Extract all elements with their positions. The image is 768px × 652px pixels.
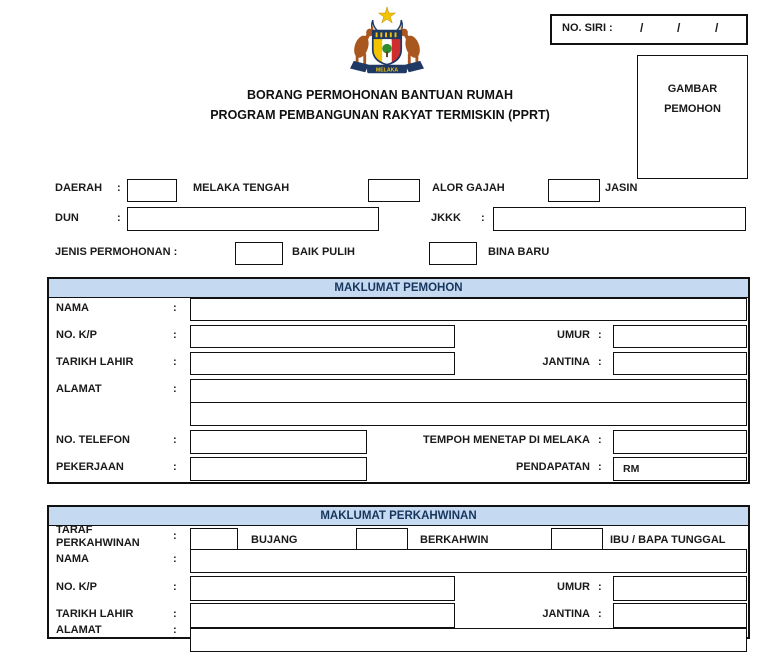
pemohon-nama-input[interactable] xyxy=(190,298,747,321)
serial-slash-3: / xyxy=(715,21,719,35)
pasangan-nama-input[interactable] xyxy=(190,549,747,573)
pemohon-nokp-label: NO. K/P xyxy=(56,329,97,341)
taraf-label-line2: PERKAHWINAN xyxy=(56,537,140,549)
pemohon-jantina-input[interactable] xyxy=(613,352,747,375)
pemohon-tarikh-label: TARIKH LAHIR xyxy=(56,356,134,368)
pemohon-pendapatan-input[interactable] xyxy=(613,457,747,481)
pasangan-tarikh-label: TARIKH LAHIR xyxy=(56,608,134,620)
daerah-option-alor-gajah: ALOR GAJAH xyxy=(432,182,505,194)
pemohon-alamat-label: ALAMAT xyxy=(56,383,102,395)
pemohon-jantina-label: JANTINA xyxy=(542,356,590,368)
dun-colon: : xyxy=(117,212,121,224)
jenis-option-baik-pulih: BAIK PULIH xyxy=(292,246,355,258)
section-pemohon-header: MAKLUMAT PEMOHON xyxy=(49,279,748,298)
pemohon-alamat-input[interactable] xyxy=(190,379,747,426)
pasangan-jantina-colon: : xyxy=(598,608,602,620)
crest-right-deer-icon xyxy=(400,26,420,65)
pemohon-umur-colon: : xyxy=(598,329,602,341)
serial-number-field[interactable]: NO. SIRI : / / / xyxy=(550,14,748,45)
section-perkahwinan-header: MAKLUMAT PERKAHWINAN xyxy=(49,507,748,526)
pasangan-alamat-colon: : xyxy=(173,624,177,636)
pemohon-nokp-input[interactable] xyxy=(190,325,455,348)
pemohon-telefon-colon: : xyxy=(173,434,177,446)
crest-star-icon xyxy=(377,6,397,24)
pemohon-tarikh-colon: : xyxy=(173,356,177,368)
pasangan-alamat-label: ALAMAT xyxy=(56,624,102,636)
pemohon-telefon-input[interactable] xyxy=(190,430,367,454)
pasangan-nokp-label: NO. K/P xyxy=(56,581,97,593)
daerah-melaka-tengah-checkbox[interactable] xyxy=(127,179,177,202)
pasangan-tarikh-colon: : xyxy=(173,608,177,620)
jenis-bina-baru-checkbox[interactable] xyxy=(429,242,477,265)
crest-shield-icon xyxy=(372,30,402,65)
form-title-line2: PROGRAM PEMBANGUNAN RAKYAT TERMISKIN (PP… xyxy=(210,108,550,122)
pprt-application-form: { "punct": { "colon": ":", "slash": "/" … xyxy=(47,6,750,652)
alamat-line-divider xyxy=(191,402,746,403)
daerah-jasin-checkbox[interactable] xyxy=(548,179,600,202)
daerah-option-melaka-tengah: MELAKA TENGAH xyxy=(193,182,290,194)
pemohon-tempoh-input[interactable] xyxy=(613,430,747,454)
pasangan-alamat-input[interactable] xyxy=(190,628,747,652)
pasangan-nokp-input[interactable] xyxy=(190,576,455,601)
form-title-line1: BORANG PERMOHONAN BANTUAN RUMAH xyxy=(247,88,513,102)
crest-shield-outline xyxy=(371,29,403,66)
taraf-option-berkahwin: BERKAHWIN xyxy=(420,534,489,546)
pasangan-umur-label: UMUR xyxy=(557,581,590,593)
taraf-option-ibu-bapa-tunggal: IBU / BAPA TUNGGAL xyxy=(610,534,726,546)
pemohon-tempoh-label: TEMPOH MENETAP DI MELAKA xyxy=(422,434,590,446)
pasangan-umur-input[interactable] xyxy=(613,576,747,601)
pemohon-jantina-colon: : xyxy=(598,356,602,368)
daerah-colon: : xyxy=(117,182,121,194)
pemohon-umur-label: UMUR xyxy=(557,329,590,341)
serial-number-label: NO. SIRI : xyxy=(562,22,613,34)
pemohon-nama-colon: : xyxy=(173,302,177,314)
pemohon-pendapatan-colon: : xyxy=(598,461,602,473)
melaka-crest: MELAKA xyxy=(350,6,424,73)
pemohon-pekerjaan-input[interactable] xyxy=(190,457,367,481)
jkkk-colon: : xyxy=(481,212,485,224)
pasangan-tarikh-input[interactable] xyxy=(190,603,455,628)
pemohon-telefon-label: NO. TELEFON xyxy=(56,434,130,446)
pemohon-nama-label: NAMA xyxy=(56,302,89,314)
pemohon-tempoh-colon: : xyxy=(598,434,602,446)
serial-slash-2: / xyxy=(677,21,681,35)
pendapatan-rm-prefix: RM xyxy=(623,463,640,475)
dun-input[interactable] xyxy=(127,207,379,231)
pasangan-jantina-label: JANTINA xyxy=(542,608,590,620)
form-title: BORANG PERMOHONAN BANTUAN RUMAH PROGRAM … xyxy=(180,88,580,122)
jenis-permohonan-label: JENIS PERMOHONAN : xyxy=(55,246,178,258)
pemohon-pendapatan-label: PENDAPATAN xyxy=(516,461,590,473)
jkkk-label: JKKK xyxy=(431,212,461,224)
pasangan-umur-colon: : xyxy=(598,581,602,593)
pemohon-alamat-colon: : xyxy=(173,383,177,395)
jenis-baik-pulih-checkbox[interactable] xyxy=(235,242,283,265)
pemohon-tarikh-input[interactable] xyxy=(190,352,455,375)
jenis-option-bina-baru: BINA BARU xyxy=(488,246,550,258)
pasangan-jantina-input[interactable] xyxy=(613,603,747,628)
pemohon-nokp-colon: : xyxy=(173,329,177,341)
pasangan-nama-label: NAMA xyxy=(56,553,89,565)
pasangan-nokp-colon: : xyxy=(173,581,177,593)
taraf-colon: : xyxy=(173,530,177,542)
daerah-option-jasin: JASIN xyxy=(605,182,638,194)
jkkk-input[interactable] xyxy=(493,207,746,231)
crest-left-deer-icon xyxy=(354,26,374,65)
daerah-alor-gajah-checkbox[interactable] xyxy=(368,179,420,202)
serial-slash-1: / xyxy=(640,21,644,35)
svg-text:MELAKA: MELAKA xyxy=(376,67,398,73)
crest-ribbon-icon: MELAKA xyxy=(350,60,424,73)
dun-label: DUN xyxy=(55,212,79,224)
pemohon-pekerjaan-colon: : xyxy=(173,461,177,473)
applicant-photo-box[interactable]: GAMBAR PEMOHON xyxy=(637,55,748,179)
pemohon-umur-input[interactable] xyxy=(613,325,747,348)
photo-box-label-line2: PEMOHON xyxy=(664,103,721,115)
pasangan-nama-colon: : xyxy=(173,553,177,565)
photo-box-label-line1: GAMBAR xyxy=(667,83,718,95)
taraf-label-line1: TARAF xyxy=(56,524,93,536)
taraf-option-bujang: BUJANG xyxy=(251,534,298,546)
pemohon-pekerjaan-label: PEKERJAAN xyxy=(56,461,124,473)
daerah-label: DAERAH xyxy=(55,182,103,194)
